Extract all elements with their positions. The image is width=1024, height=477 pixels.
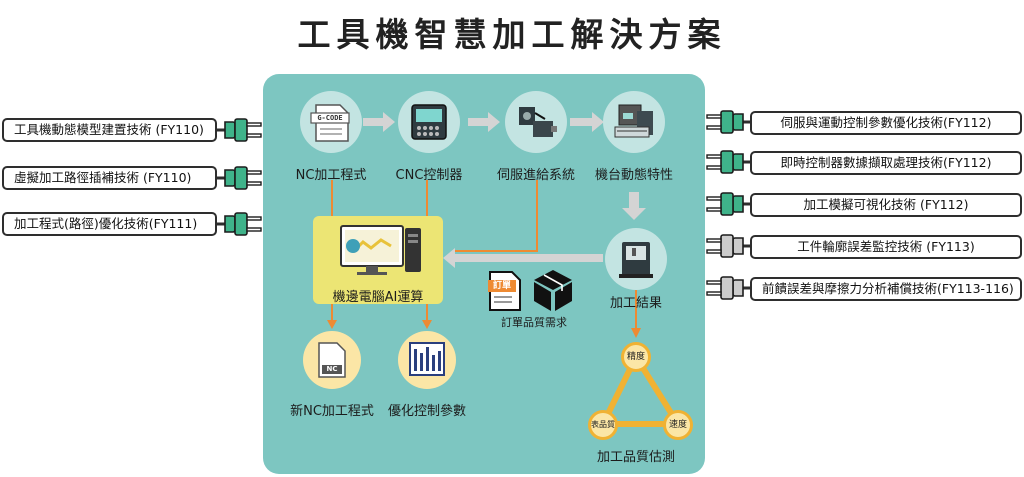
page-title: 工具機智慧加工解決方案 <box>297 15 727 54</box>
machine-dynamics-label: 機台動態特性 <box>594 168 673 183</box>
opt-params-node <box>398 331 456 389</box>
nc-program-label: NC加工程式 <box>295 168 367 183</box>
plug-icon <box>706 110 751 134</box>
result-node <box>605 228 667 290</box>
edge-ai-label: 機邊電腦AI運算 <box>332 290 424 305</box>
cnc-controller-icon <box>411 104 447 140</box>
plug-icon <box>706 234 751 258</box>
cnc-controller-label: CNC控制器 <box>395 168 463 183</box>
plug-icon <box>706 150 751 174</box>
servo-motor-icon <box>519 107 557 137</box>
right-tag-0: 伺服與運動控制參數優化技術(FY112) <box>750 111 1022 135</box>
quality-estimate-label: 加工品質估測 <box>596 450 675 465</box>
edge-computer-icon <box>340 225 421 275</box>
order-document-icon <box>488 271 521 311</box>
box-icon <box>534 270 572 311</box>
left-tag-1: 虛擬加工路徑插補技術 (FY110) <box>2 166 217 190</box>
opt-params-label: 優化控制參數 <box>387 404 466 419</box>
gcode-file-icon <box>310 104 350 142</box>
parameter-chart-icon <box>409 342 445 376</box>
plug-icon <box>706 192 751 216</box>
precision-node: 精度 <box>621 342 651 372</box>
nc-icon-label: NC <box>326 365 338 373</box>
order-badge: 訂單 <box>492 281 511 291</box>
cnc-controller-node <box>398 91 460 153</box>
right-tag-3: 工件輪廓誤差監控技術 (FY113) <box>750 235 1022 259</box>
new-nc-label: 新NC加工程式 <box>290 404 374 419</box>
right-tag-2: 加工模擬可視化技術 (FY112) <box>750 193 1022 217</box>
machining-center-icon <box>619 242 653 278</box>
surface-quality-node: 表品質 <box>588 410 618 440</box>
result-label: 加工結果 <box>609 296 662 311</box>
right-tag-1: 即時控制器數據擷取處理技術(FY112) <box>750 151 1022 175</box>
servo-node <box>505 91 567 153</box>
plug-icon <box>706 276 751 300</box>
plug-icon <box>217 118 262 142</box>
right-tag-4: 前饋誤差與摩擦力分析補償技術(FY113-116) <box>750 277 1022 301</box>
speed-node: 速度 <box>663 410 693 440</box>
machine-tool-icon <box>614 104 653 138</box>
nc-file-icon <box>318 342 346 378</box>
gcode-label: G-CODE <box>317 114 343 122</box>
plug-icon <box>217 212 262 236</box>
order-quality-label: 訂單品質需求 <box>501 316 567 329</box>
left-tag-0: 工具機動態模型建置技術 (FY110) <box>2 118 217 142</box>
servo-label: 伺服進給系統 <box>496 168 575 183</box>
left-tag-2: 加工程式(路徑)優化技術(FY111) <box>2 212 217 236</box>
plug-icon <box>217 166 262 190</box>
machine-dynamics-node <box>603 91 665 153</box>
new-nc-node: NC <box>303 331 361 389</box>
nc-program-node: G-CODE <box>300 91 362 153</box>
